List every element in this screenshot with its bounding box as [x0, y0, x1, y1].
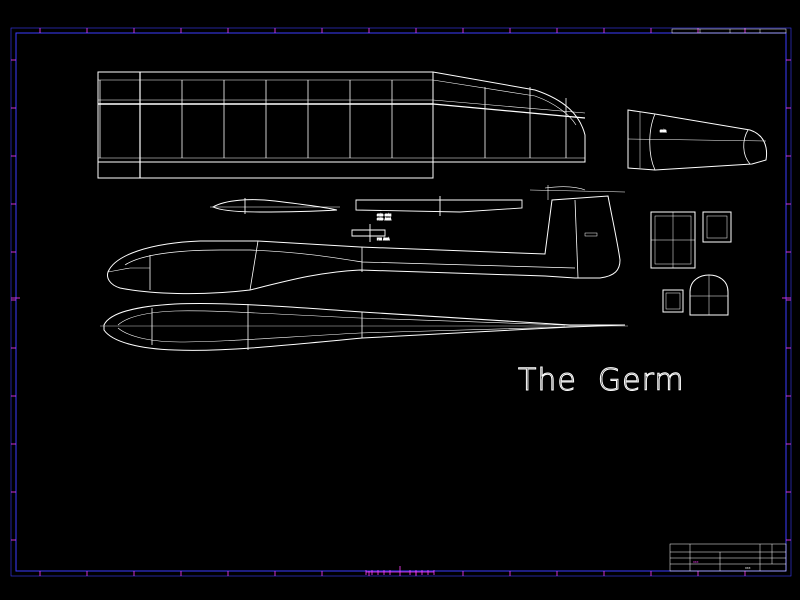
drawing-frame — [10, 27, 792, 577]
fuselage-side-view — [107, 185, 626, 295]
top-right-label-strip — [671, 28, 787, 34]
svg-text:SPAR: SPAR — [660, 129, 667, 133]
stabilizer-plan-view: SPAR — [627, 109, 768, 171]
fuselage-top-view — [100, 302, 628, 351]
drawing-title: The Germ — [518, 363, 685, 398]
airfoil-section — [210, 198, 340, 214]
wing-plan-view — [97, 71, 586, 179]
svg-text:STAB SPAN: STAB SPAN — [377, 213, 391, 217]
stab-side-view: STAB SPAN STAB AREA FIN AREA — [351, 196, 523, 242]
frame-ticks — [11, 28, 791, 576]
fuselage-cross-sections — [650, 211, 732, 316]
svg-text:FIN AREA: FIN AREA — [377, 237, 390, 241]
bottom-center-ruler — [365, 566, 435, 576]
title-block — [669, 543, 787, 572]
svg-text:STAB AREA: STAB AREA — [377, 217, 391, 221]
